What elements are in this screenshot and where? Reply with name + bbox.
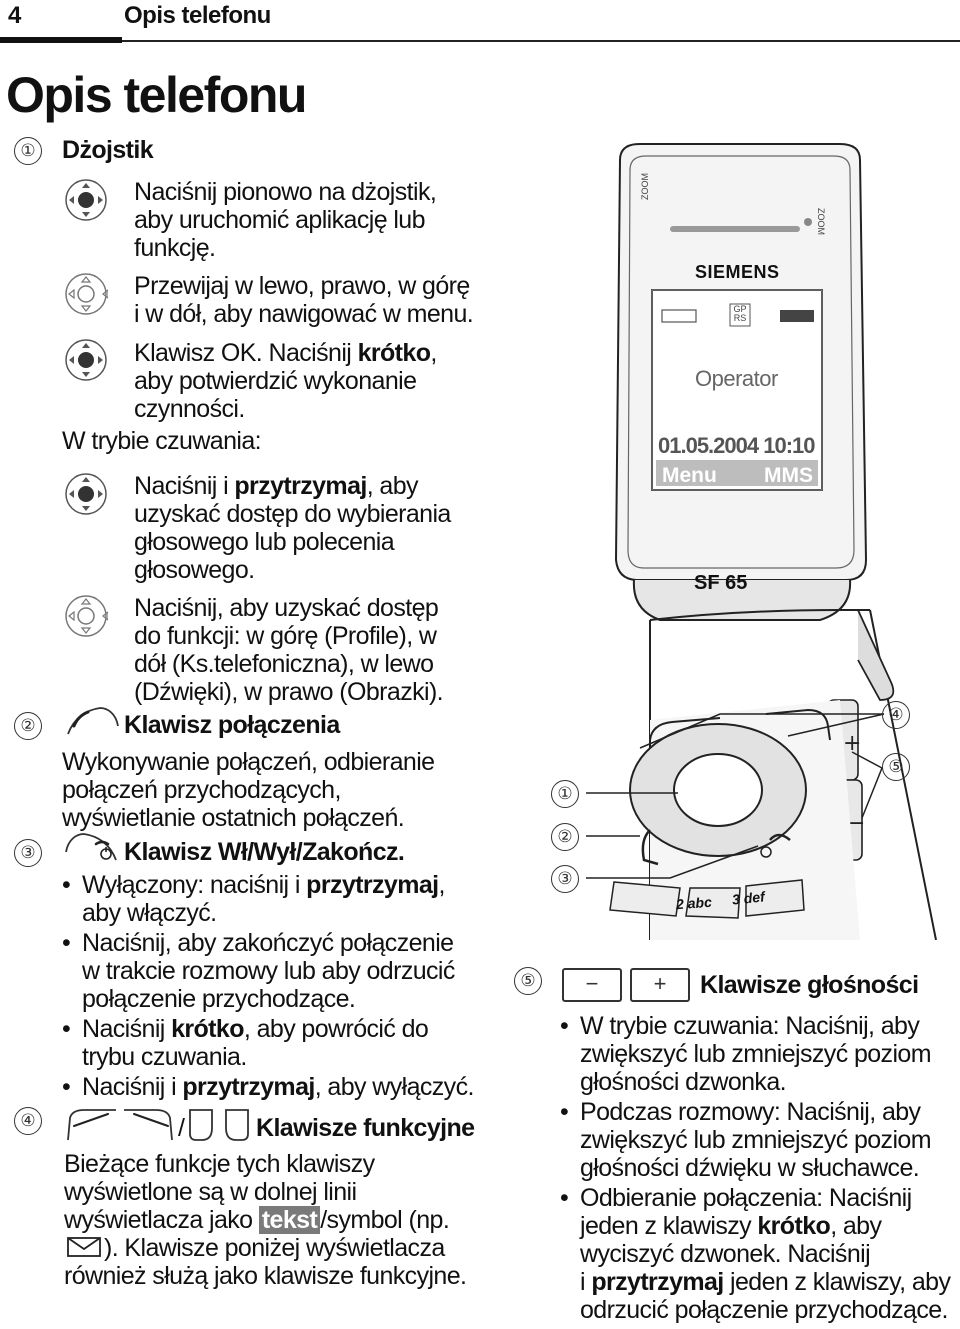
call-key-icon [67,707,119,735]
volume-down-key: − [562,968,622,1002]
joystick-navigate-icon [65,273,108,315]
slash-separator: / [178,1114,185,1142]
header-rule [0,40,960,42]
list-item: Odbieranie połączenia: Naciśnij jeden z … [560,1184,955,1324]
phone-illustration: + − [586,143,937,940]
joystick-press-desc: Naciśnij pionowo na dżojstik, aby urucho… [134,178,437,262]
tekst-chip: tekst [258,1206,321,1234]
joystick-navigate-icon [65,595,108,637]
screen-keys-icon [189,1109,249,1141]
phone-softkey-left: Menu [662,464,717,487]
section-title-soft-keys: Klawisze funkcyjne [256,1114,475,1142]
section-number-5: ⑤ [514,967,542,995]
envelope-icon [64,1235,104,1257]
callout-2: ② [551,823,579,851]
volume-keys-bullets: W trybie czuwania: Naciśnij, aby zwiększ… [560,1012,955,1324]
section-title-joystick: Dżojstik [62,136,154,164]
soft-keys-desc: Bieżące funkcje tych klawiszy wyświetlon… [64,1150,467,1290]
callout-1: ① [551,780,579,808]
svg-text:+: + [843,731,861,756]
list-item: Podczas rozmowy: Naciśnij, aby zwiększyć… [560,1098,955,1182]
phone-datetime: 01.05.2004 10:10 [658,433,815,458]
soft-keys-icon [67,1109,173,1141]
svg-text:−: − [847,811,865,836]
section-number-3: ③ [14,839,42,867]
phone-zoom-label-right: ZOOM [816,208,826,235]
standby-press-desc: Naciśnij i przytrzymaj, aby uzyskać dost… [134,472,451,584]
section-number-4: ④ [14,1107,42,1135]
section-title-call-key: Klawisz połączenia [124,711,340,739]
header-rule-accent [0,37,122,43]
page-number: 4 [8,2,22,29]
callout-3: ③ [551,865,579,893]
volume-up-key: + [630,968,690,1002]
list-item: Naciśnij krótko, aby powrócić do trybu c… [62,1015,482,1071]
section-title-volume-keys: Klawisze głośności [700,971,919,999]
joystick-ok-desc: Klawisz OK. Naciśnij krótko, aby potwier… [134,339,437,423]
callout-5: ⑤ [882,753,910,781]
joystick-press-icon [65,473,107,515]
section-title-end-key: Klawisz Wł/Wył/Zakończ. [124,838,405,866]
phone-brand: SIEMENS [695,262,780,282]
list-item: Naciśnij i przytrzymaj, aby wyłączyć. [62,1073,482,1101]
page-title: Opis telefonu [6,67,307,123]
phone-model: SF 65 [694,572,748,594]
section-number-1: ① [14,137,42,165]
phone-key-3: 3 def [731,888,766,908]
standby-heading: W trybie czuwania: [62,427,262,455]
phone-gprs-icon: GP RS [733,304,747,323]
joystick-navigate-desc: Przewijaj w lewo, prawo, w górę i w dół,… [134,272,474,328]
standby-navigate-desc: Naciśnij, aby uzyskać dostęp do funkcji:… [134,594,444,706]
phone-softkey-right: MMS [764,464,813,487]
end-key-bullets: Wyłączony: naciśnij i przytrzymaj, aby w… [62,871,482,1101]
end-key-icon [65,833,117,861]
callout-4: ④ [882,701,910,729]
joystick-ok-icon [65,339,107,381]
phone-operator: Operator [695,366,778,391]
list-item: W trybie czuwania: Naciśnij, aby zwiększ… [560,1012,955,1096]
list-item: Naciśnij, aby zakończyć połączenie w tra… [62,929,482,1013]
list-item: Wyłączony: naciśnij i przytrzymaj, aby w… [62,871,482,927]
call-key-desc: Wykonywanie połączeń, odbieranie połącze… [62,748,435,832]
phone-zoom-label-left: ZOOM [640,173,650,200]
phone-key-2: 2 abc [675,893,713,913]
section-number-2: ② [14,712,42,740]
header-title: Opis telefonu [124,2,271,29]
joystick-press-icon [65,179,107,221]
